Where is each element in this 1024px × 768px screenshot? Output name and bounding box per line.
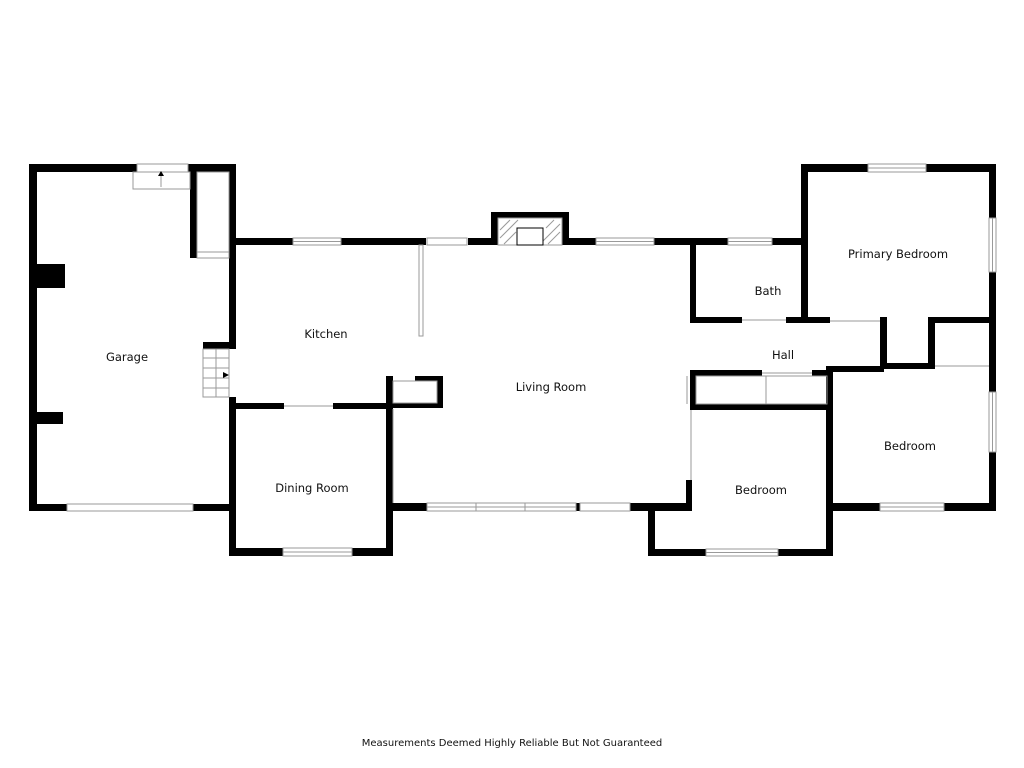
closet-wall-bottom — [880, 363, 935, 369]
bedroom-mid-wall-left-lower — [686, 480, 692, 511]
pantry-wall-bottom — [386, 403, 443, 408]
room-label-bedroom-middle: Bedroom — [735, 483, 787, 497]
room-label-hall: Hall — [772, 348, 794, 362]
bath-wall-left — [690, 238, 696, 323]
room-labels: Garage Kitchen Living Room Dining Room B… — [106, 247, 948, 497]
room-label-garage: Garage — [106, 350, 148, 364]
pantry-outline — [392, 380, 438, 404]
primary-wall-right-upper — [989, 164, 996, 218]
room-label-bath: Bath — [755, 284, 782, 298]
closet-wall-b — [928, 317, 935, 369]
living-wall-bottom-mid — [576, 503, 580, 511]
living-wall-top-left — [468, 238, 494, 245]
bedroom-right-wall-left — [826, 366, 833, 556]
bedroom-mid-wall-bottom-left — [648, 549, 706, 556]
fireplace-wall-top — [491, 212, 569, 218]
kitchen-wall-bottom-right — [333, 403, 391, 409]
dining-wall-right — [386, 376, 393, 556]
garage-closet-outline — [196, 171, 230, 259]
dining-wall-left — [229, 397, 236, 556]
garage-pillar-lower — [37, 412, 63, 424]
garage-wall-bottom-left — [29, 504, 67, 511]
right-wall-middle — [989, 272, 996, 392]
garage-stairs — [202, 348, 230, 398]
garage-wall-top-right — [188, 164, 236, 172]
primary-wall-top-right — [926, 164, 996, 172]
window-living-bottom-right — [579, 502, 631, 512]
bath-wall-bottom-left — [690, 317, 742, 323]
hall-closet-wall-top — [690, 370, 762, 376]
hall-closet-wall-left — [690, 370, 696, 410]
walls — [29, 164, 996, 556]
garage-wall-left — [29, 164, 37, 511]
bedroom-mid-nook-left — [648, 505, 655, 556]
garage-wall-right-upper — [229, 164, 236, 342]
pantry-wall-top — [415, 376, 442, 381]
garage-wall-bottom-right — [193, 504, 236, 511]
bedroom-right-wall-bottom-left — [826, 503, 880, 511]
hall-closet-outline — [695, 375, 828, 405]
dining-wall-bottom-left — [229, 548, 283, 556]
garage-closet-wall — [190, 172, 197, 258]
closet-wall-a — [880, 317, 887, 369]
right-wall-lower — [989, 452, 996, 511]
room-label-living-room: Living Room — [516, 380, 587, 394]
room-label-kitchen: Kitchen — [304, 327, 347, 341]
window-living-top-left — [426, 237, 468, 246]
hall-closet-wall-top-right — [812, 370, 833, 376]
living-wall-top-right — [566, 238, 806, 245]
bedroom-right-wall-bottom-right — [944, 503, 996, 511]
kitchen-partition — [418, 244, 424, 337]
pantry-wall-right — [437, 376, 443, 408]
fireplace-wall-left — [491, 212, 498, 245]
room-label-dining-room: Dining Room — [275, 481, 349, 495]
bedroom-mid-wall-bottom-right — [778, 549, 833, 556]
bedroom-mid-wall-top — [690, 404, 833, 410]
fireplace-hearth — [497, 217, 563, 246]
dining-wall-bottom-right — [352, 548, 393, 556]
garage-opening-top — [136, 163, 189, 173]
living-wall-bottom-left — [393, 503, 427, 511]
arrow-right-icon — [223, 372, 229, 378]
garage-wall-top-left — [29, 164, 137, 172]
garage-stair-ledge — [203, 342, 236, 349]
garage-pillar-upper — [37, 264, 65, 288]
fixtures — [132, 171, 989, 503]
windows — [66, 163, 997, 557]
garage-door-bottom — [66, 503, 194, 512]
disclaimer-text: Measurements Deemed Highly Reliable But … — [362, 738, 662, 749]
up-arrow-icon — [158, 171, 164, 176]
closet-wall-top — [928, 317, 996, 323]
primary-wall-left — [801, 164, 808, 323]
primary-wall-top-left — [801, 164, 868, 172]
kitchen-wall-bottom-left — [236, 403, 284, 409]
fireplace-wall-right — [562, 212, 569, 245]
bedroom-mid-nook-top — [648, 505, 692, 511]
bedroom-right-wall-top — [828, 366, 884, 372]
room-label-primary-bedroom: Primary Bedroom — [848, 247, 948, 261]
room-label-bedroom-right: Bedroom — [884, 439, 936, 453]
